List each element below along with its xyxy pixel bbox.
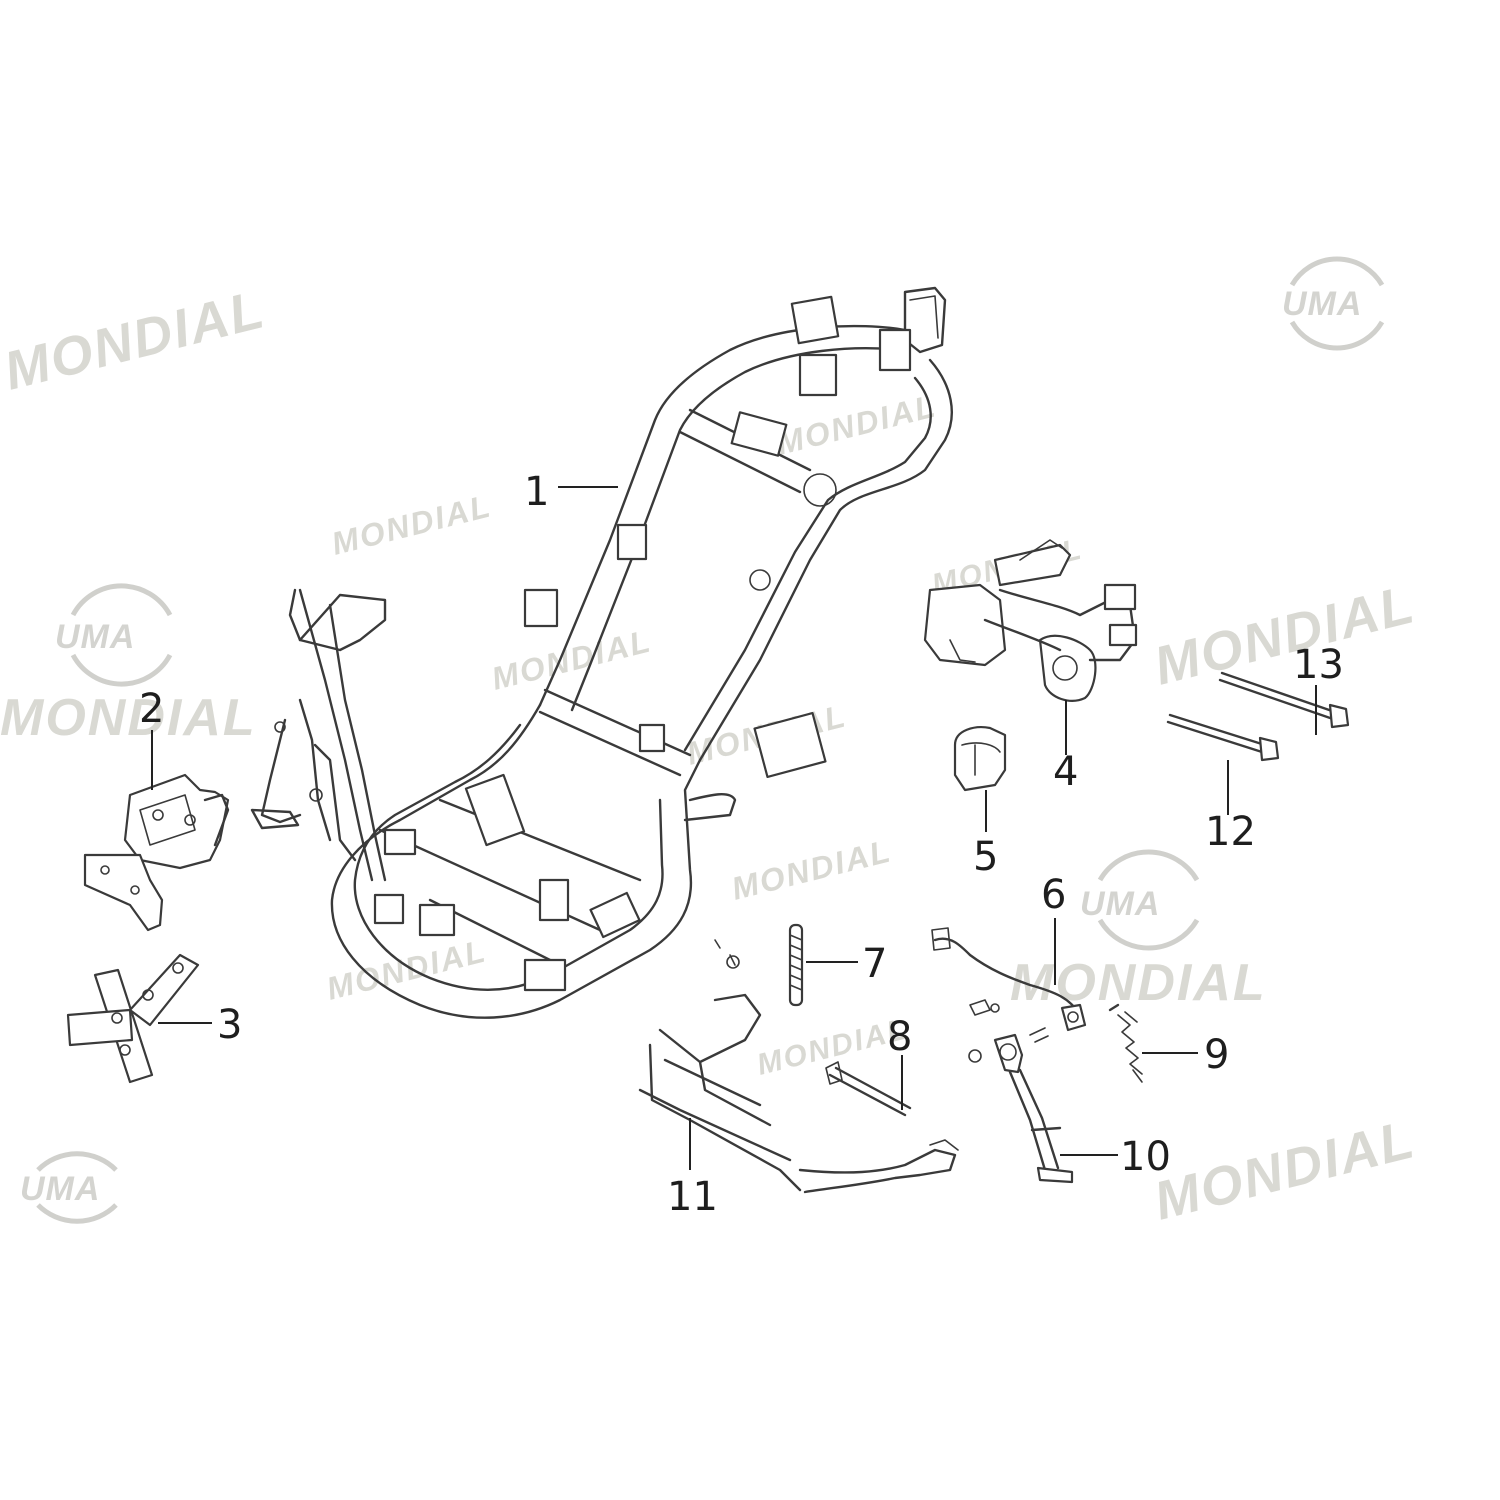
part-6-switch-cable xyxy=(931,927,1087,1032)
part-10-side-stand xyxy=(968,1027,1074,1184)
callout-labels: 1 2 3 4 5 6 7 8 9 10 11 12 13 xyxy=(139,469,1344,1220)
callout-7: 7 xyxy=(862,941,887,987)
callout-10: 10 xyxy=(1120,1134,1171,1180)
watermark-mondial: MONDIAL xyxy=(1148,574,1421,697)
part-5-bushing xyxy=(953,726,1007,792)
callout-3: 3 xyxy=(217,1002,242,1048)
uma-logo: UMA xyxy=(1282,256,1385,351)
watermark-mondial: MONDIAL xyxy=(0,279,271,402)
svg-text:UMA: UMA xyxy=(20,1170,100,1208)
part-1-frame xyxy=(250,286,953,1019)
callout-8: 8 xyxy=(887,1014,912,1060)
watermark-mondial: MONDIAL xyxy=(1148,1109,1421,1232)
part-7-spring xyxy=(714,923,804,1007)
callout-11: 11 xyxy=(667,1174,718,1220)
svg-text:UMA: UMA xyxy=(1080,885,1160,923)
watermark-mondial: MONDIAL xyxy=(323,932,490,1006)
callout-13: 13 xyxy=(1293,642,1344,688)
part-4-engine-mount xyxy=(923,539,1138,702)
callout-2: 2 xyxy=(139,686,164,732)
watermark-mondial: MONDIAL xyxy=(728,832,895,906)
uma-logo: UMA xyxy=(1080,849,1200,951)
svg-text:UMA: UMA xyxy=(1282,285,1362,323)
part-2-bracket xyxy=(83,773,230,932)
part-12-bolt xyxy=(1166,713,1280,762)
uma-logo: UMA xyxy=(20,1151,118,1224)
watermark-mondial: MONDIAL xyxy=(0,689,257,747)
part-13-bolt xyxy=(1218,671,1350,729)
watermark-mondial: MONDIAL xyxy=(328,487,495,561)
callout-12: 12 xyxy=(1205,809,1256,855)
part-3-plate xyxy=(66,953,200,1084)
callout-4: 4 xyxy=(1053,749,1078,795)
leader-lines xyxy=(151,486,1317,1170)
callout-9: 9 xyxy=(1204,1032,1229,1078)
watermark-mondial: MONDIAL xyxy=(1010,954,1267,1012)
callout-5: 5 xyxy=(973,834,998,880)
callout-6: 6 xyxy=(1041,872,1066,918)
watermark-layer: MONDIAL MONDIAL MONDIAL MONDIAL MONDIAL … xyxy=(0,256,1421,1232)
part-9-spring xyxy=(1108,1003,1143,1083)
svg-text:UMA: UMA xyxy=(55,618,135,656)
uma-logo: UMA xyxy=(55,583,173,687)
callout-1: 1 xyxy=(524,469,549,515)
part-8-pin xyxy=(825,1061,912,1117)
